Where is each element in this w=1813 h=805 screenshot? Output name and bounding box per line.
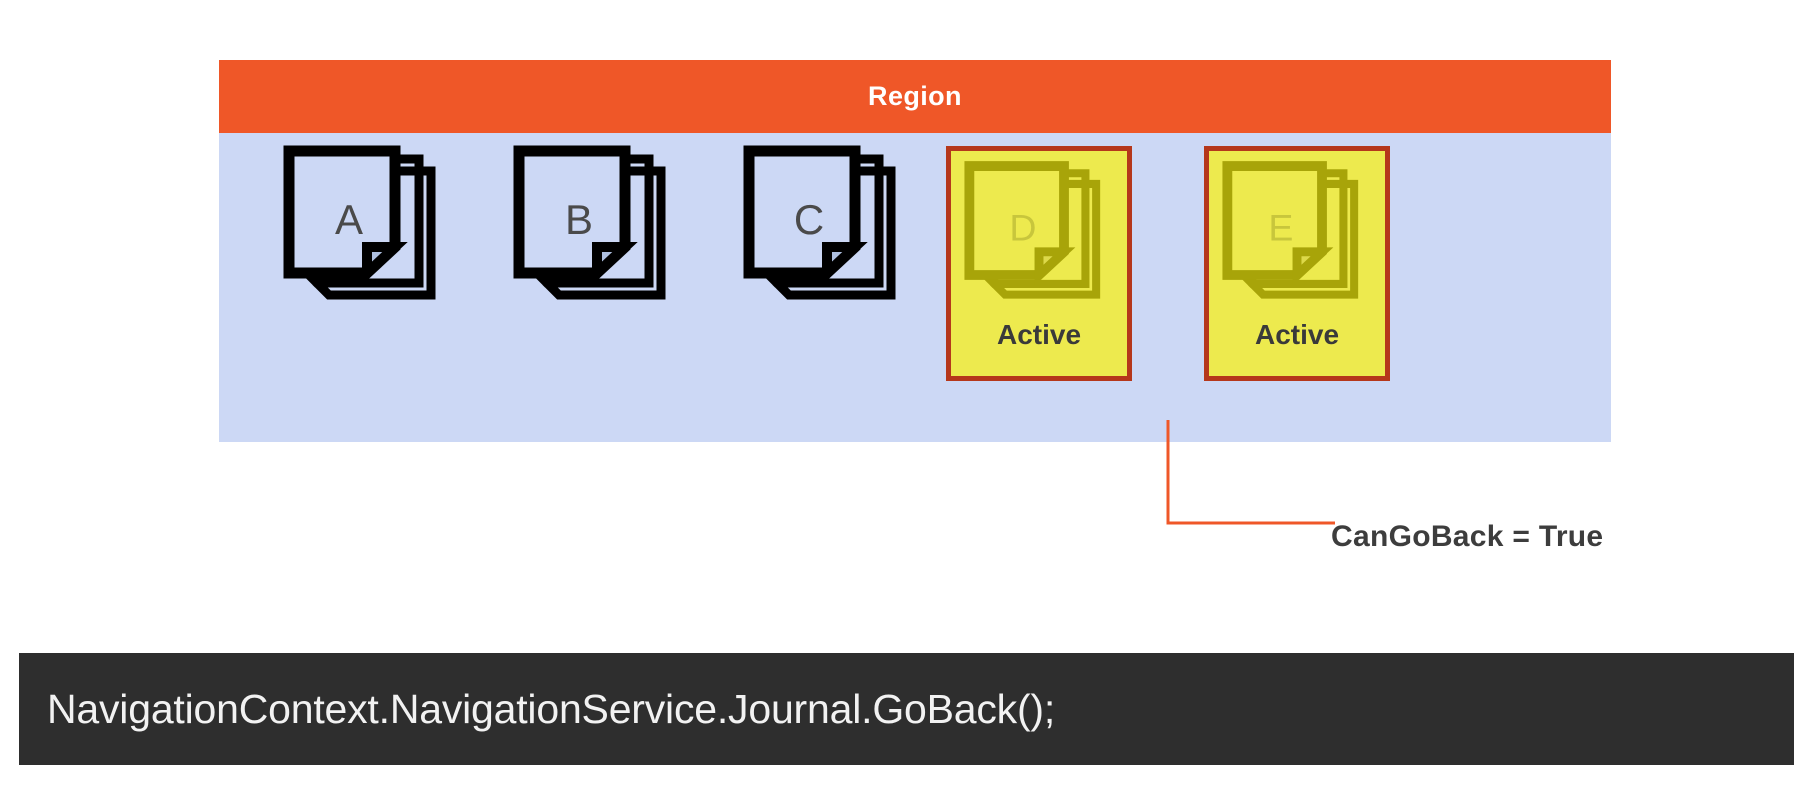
callout-label: CanGoBack = True <box>1331 520 1604 553</box>
region-title: Region <box>868 81 962 111</box>
document-letter: A <box>335 196 363 243</box>
document-letter: E <box>1268 206 1293 248</box>
document-stack-icon: C <box>743 145 911 317</box>
document-slot-c[interactable]: C <box>727 145 927 405</box>
document-stack-icon: B <box>513 145 681 317</box>
code-bar: NavigationContext.NavigationService.Jour… <box>19 653 1794 765</box>
document-slot-e[interactable]: E Active <box>1204 146 1390 381</box>
document-slot-b[interactable]: B <box>497 145 697 405</box>
document-letter: B <box>565 196 593 243</box>
region-panel: Region A B <box>219 60 1611 442</box>
region-header: Region <box>219 60 1611 133</box>
active-badge: Active <box>1254 319 1340 350</box>
document-slot-d[interactable]: D Active <box>946 146 1132 381</box>
document-letter: D <box>1009 206 1036 248</box>
code-snippet: NavigationContext.NavigationService.Jour… <box>47 685 1056 732</box>
document-stack-icon: D <box>964 160 1114 315</box>
document-stack-icon: E <box>1222 160 1372 315</box>
document-stack-icon: A <box>283 145 451 317</box>
document-slot-a[interactable]: A <box>267 145 467 405</box>
active-badge: Active <box>996 319 1082 350</box>
region-body: A B <box>219 133 1611 442</box>
document-letter: C <box>794 196 824 243</box>
